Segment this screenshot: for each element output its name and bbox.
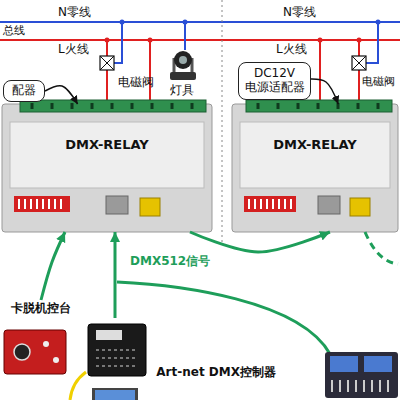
signal-socket (140, 198, 160, 216)
signal-arrow (45, 86, 78, 104)
bus-label: L火线 (276, 43, 307, 57)
node-text: DMX-RELAY (273, 138, 357, 153)
xlr-socket (14, 344, 30, 360)
module-housing (2, 104, 212, 232)
controller-device: Art-net DMX控制器 (86, 318, 282, 386)
artnet-body (88, 324, 146, 376)
neutral-wire (366, 22, 378, 63)
junction-dot (183, 20, 188, 25)
console-signal-line (117, 282, 330, 354)
terminal-screws (258, 103, 378, 109)
console-body (4, 330, 66, 374)
junction-dot (120, 20, 125, 25)
monitor-icon (92, 388, 138, 400)
wires (107, 22, 378, 104)
junction-dot (357, 38, 362, 43)
part-label: 电磁阀 (362, 76, 395, 89)
junction-dots (105, 20, 381, 43)
artnet-screen (96, 330, 122, 340)
junction-dot (376, 20, 381, 25)
live-wire (106, 70, 108, 104)
valve-cross (100, 56, 114, 70)
lamp-lens (179, 56, 187, 64)
valve-symbol (352, 56, 366, 70)
console-device: 卡脱机控台 (2, 300, 80, 384)
relay-module (232, 100, 398, 232)
junction-dot (105, 38, 110, 43)
live-wire (149, 40, 151, 104)
knob (53, 357, 59, 363)
terminal-strip (20, 100, 206, 112)
lamp-base (170, 72, 196, 80)
module-panel (240, 122, 390, 188)
signal-arrow (311, 79, 338, 104)
live-wire (319, 40, 321, 104)
bus-label: N零线 (58, 6, 91, 20)
node-text: Art-net DMX控制器 (156, 366, 276, 380)
bus-label: N零线 (283, 6, 316, 20)
node-text: 电源适配器 (245, 81, 305, 95)
junction-dot (148, 38, 153, 43)
lighting-console (325, 352, 398, 398)
valve-cross (352, 56, 366, 70)
valve-box (100, 56, 114, 70)
node-text: DC12V (254, 67, 295, 81)
valve-symbol (100, 56, 114, 70)
relay-module (2, 100, 212, 232)
relay-module: DMX-RELAY (2, 104, 212, 232)
neutral-wire (114, 22, 122, 63)
dip-levers (19, 199, 61, 209)
signal-arrow (113, 232, 116, 318)
dip-switch (14, 196, 70, 212)
live-bus (0, 39, 400, 41)
node-text: 配器 (12, 84, 36, 98)
offline-console-device (4, 330, 66, 374)
console-body (325, 352, 398, 398)
signal-label: DMX512信号 (128, 255, 212, 269)
console-screen (364, 356, 392, 372)
signal-arrow (41, 232, 65, 300)
rj45-socket (106, 196, 128, 214)
terminal-strip (246, 100, 392, 112)
rj45-socket (318, 196, 340, 214)
bus-label: 总线 (3, 25, 25, 38)
lamp-icon (170, 51, 196, 80)
bus-lines (0, 0, 400, 245)
terminal-screws (32, 103, 192, 109)
node-text: 卡脱机控台 (11, 302, 71, 316)
dip-switch (244, 196, 296, 212)
console-faders (332, 380, 388, 392)
monitor-body (92, 388, 138, 400)
neutral-bus (0, 21, 400, 23)
part-label: 电磁阀 (118, 76, 154, 90)
neutral-wire (184, 22, 186, 50)
junction-dot (318, 38, 323, 43)
valve-box (352, 56, 366, 70)
signal-continuation (365, 232, 398, 264)
signal-socket (350, 198, 370, 216)
artnet-buttons (96, 350, 138, 366)
dip-levers (249, 199, 291, 209)
live-wire (358, 70, 360, 104)
node-text: DMX-RELAY (65, 138, 149, 153)
relay-module: DMX-RELAY (232, 104, 398, 232)
separator-line (222, 0, 223, 245)
part-label: 灯具 (170, 84, 194, 98)
artnet-device (88, 324, 146, 376)
adapter-box: 配器 (3, 80, 45, 102)
module-housing (232, 104, 398, 232)
console-screen (330, 356, 358, 372)
monitor-screen (95, 390, 135, 400)
knob (43, 341, 49, 347)
lamp-head (174, 51, 192, 69)
signal-arrow (190, 232, 330, 252)
yellow-cable (70, 372, 86, 400)
adapter-box: DC12V电源适配器 (238, 62, 311, 100)
module-panel (10, 122, 204, 188)
bus-label: L火线 (58, 43, 89, 57)
